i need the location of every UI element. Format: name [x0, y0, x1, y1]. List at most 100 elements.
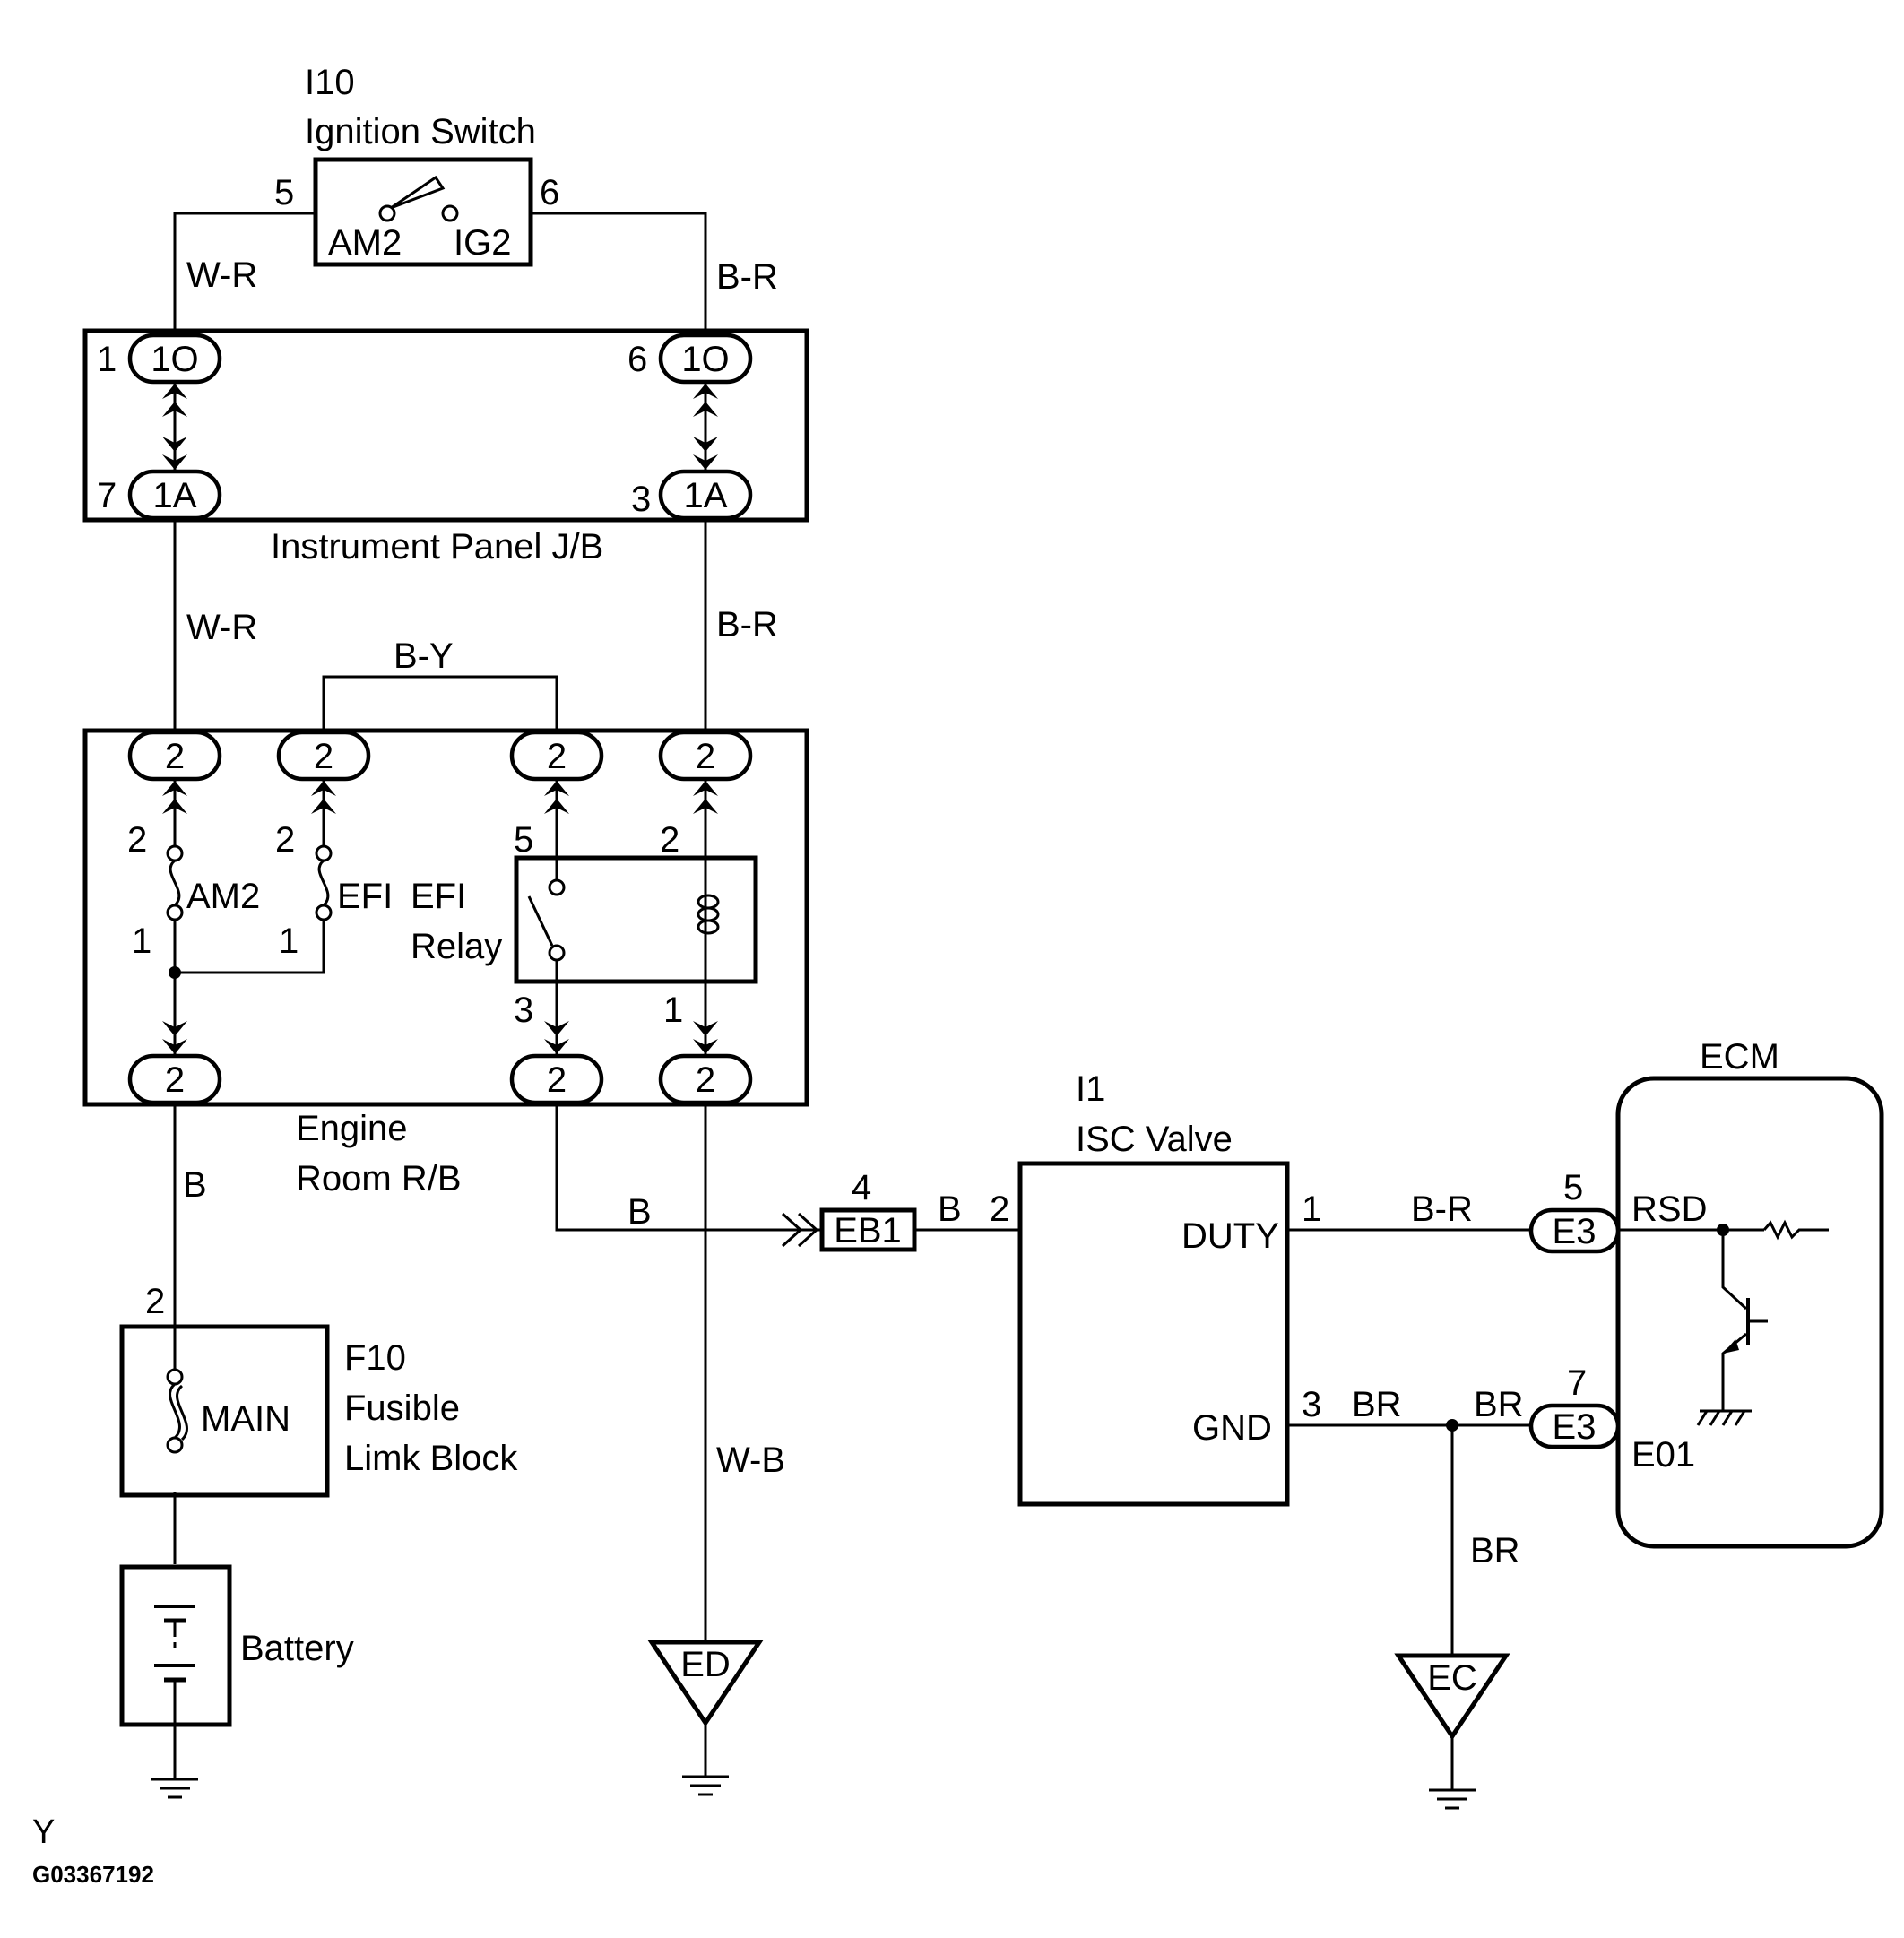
eb1-box [819, 1207, 917, 1252]
ignition-switch-name: Ignition Switch [305, 112, 536, 151]
ecm-connector-label: E3 [1553, 1212, 1597, 1251]
ground-ed-triangle [647, 1640, 764, 1727]
isc-valve-box [1017, 1161, 1290, 1507]
battery-icon [154, 1605, 195, 1725]
ecm-pin-e01: 7 [1567, 1363, 1587, 1403]
wire-label-wb: W-B [716, 1441, 785, 1480]
jb-pin-top-right: 6 [627, 340, 647, 379]
ecm-box [1615, 1076, 1884, 1549]
fusible-link-name: Fusible [344, 1389, 460, 1428]
relay-contact-bottom [548, 944, 566, 962]
relay-pin-5: 5 [514, 820, 533, 860]
relay-switch-blade [527, 895, 554, 947]
efi-fuse-pin-top: 2 [275, 820, 295, 860]
wire-label-br-gnd-left: BR [1352, 1385, 1402, 1424]
isc-term-gnd: GND [1192, 1408, 1272, 1448]
ecm: ECM E3 E3 5 7 RSD E01 [1528, 1037, 1884, 1549]
transistor-icon [1721, 1230, 1768, 1411]
resistor-icon [1762, 1219, 1829, 1241]
jb-pin-top-left: 1 [97, 340, 117, 379]
relay-coil-icon [697, 894, 720, 935]
ground-icon [150, 1778, 200, 1799]
wire-labels: W-R B-R W-R B-R B-Y B B W-B B B-R BR BR … [183, 255, 1524, 1570]
switch-contact-ig2 [441, 204, 459, 222]
battery-label: Battery [240, 1629, 354, 1668]
fusible-link-pin: 2 [145, 1282, 165, 1321]
ecm-term-rsd: RSD [1631, 1190, 1707, 1229]
wire-label-b-left: B [183, 1165, 207, 1205]
connector-1o-left-label: 1O [151, 340, 198, 379]
wire-label-br-top: B-R [716, 257, 778, 297]
ground-ec-triangle [1394, 1653, 1510, 1741]
eb1-connector: EB1 4 [781, 1168, 917, 1252]
am2-fuse-label: AM2 [186, 877, 260, 916]
rb-connector-label: 2 [314, 737, 333, 776]
efi-relay-box [514, 855, 758, 984]
ecm-pin-rsd: 5 [1563, 1168, 1583, 1207]
isc-pin-duty: 1 [1302, 1190, 1321, 1229]
instrument-panel-jb-label: Instrument Panel J/B [271, 527, 603, 567]
isc-pin-in: 2 [990, 1190, 1009, 1229]
rb-connector-label: 2 [165, 737, 185, 776]
ecm-label: ECM [1700, 1037, 1779, 1077]
engine-room-rb: 2 2 2 2 2 2 2 AM2 2 1 [82, 728, 809, 1198]
isc-valve-name: ISC Valve [1076, 1120, 1233, 1159]
ground-icon [680, 1775, 731, 1796]
eb1-label: EB1 [834, 1211, 902, 1250]
ecm-connector-label: E3 [1553, 1407, 1597, 1447]
eb1-arrow-icon [797, 1212, 819, 1248]
rb-connector-label: 2 [165, 1060, 185, 1100]
wire-label-by: B-Y [394, 636, 454, 676]
figure-code: G03367192 [32, 1861, 154, 1888]
jb-pin-bottom-left: 7 [97, 476, 117, 515]
switch-term-ig2: IG2 [454, 223, 511, 263]
ignition-switch-box [313, 157, 533, 267]
connector-1a-right-label: 1A [684, 476, 728, 515]
battery: Battery [119, 1564, 354, 1799]
switch-term-am2: AM2 [328, 223, 402, 263]
footer-letter: Y [32, 1813, 55, 1851]
wire-label-br-gnd-right: BR [1474, 1385, 1524, 1424]
engine-room-rb-box [82, 728, 809, 1107]
eb1-arrow-icon [781, 1212, 803, 1248]
wire-label-b-eb1: B [938, 1190, 962, 1229]
ground-ed-label: ED [680, 1645, 731, 1684]
fusible-link-name-line2: Limk Block [344, 1439, 518, 1478]
ground-ed: ED [647, 1640, 764, 1796]
fusible-link-box [119, 1324, 330, 1498]
main-fuse-icon [166, 1368, 188, 1454]
switch-pin-right: 6 [540, 173, 559, 212]
am2-fuse-pin-bottom: 1 [132, 921, 151, 961]
wires [173, 212, 1531, 1790]
isc-pin-gnd: 3 [1302, 1385, 1321, 1424]
ground-ec-label: EC [1427, 1658, 1477, 1698]
relay-contact-top [548, 878, 566, 896]
rb-connector-label: 2 [696, 1060, 715, 1100]
junction-dot [169, 966, 181, 979]
relay-pin-1: 1 [663, 991, 683, 1030]
jb-pin-bottom-right: 3 [631, 480, 651, 519]
wire-label-br-duty: B-R [1411, 1190, 1473, 1229]
relay-pin-3: 3 [514, 991, 533, 1030]
wire-label-wr-mid: W-R [186, 608, 257, 647]
main-fuse-label: MAIN [201, 1399, 290, 1439]
efi-fuse-pin-bottom: 1 [279, 921, 299, 961]
am2-fuse-icon [166, 844, 184, 921]
instrument-panel-jb: 1O 1O 1A 1A 1 6 7 3 Instrument Panel J/B [82, 328, 809, 567]
efi-relay-label-line2: Relay [411, 927, 502, 966]
ground-icon [1427, 1788, 1477, 1810]
ignition-switch: I10 Ignition Switch AM2 IG2 5 6 [274, 63, 559, 267]
wire-label-wr-top: W-R [186, 255, 257, 295]
isc-valve: I1 ISC Valve 2 DUTY 1 GND 3 [990, 1069, 1321, 1507]
switch-blade-icon [390, 175, 446, 210]
rb-connector-label: 2 [547, 737, 567, 776]
connector-1o-right-label: 1O [681, 340, 729, 379]
instrument-panel-jb-box [82, 328, 809, 523]
relay-pin-2: 2 [660, 820, 679, 860]
switch-contact-am2 [378, 204, 396, 222]
junction-dot [1446, 1419, 1458, 1432]
efi-fuse-icon [315, 844, 333, 921]
engine-room-rb-label-line2: Room R/B [296, 1159, 462, 1198]
wire-label-br-mid: B-R [716, 605, 778, 645]
